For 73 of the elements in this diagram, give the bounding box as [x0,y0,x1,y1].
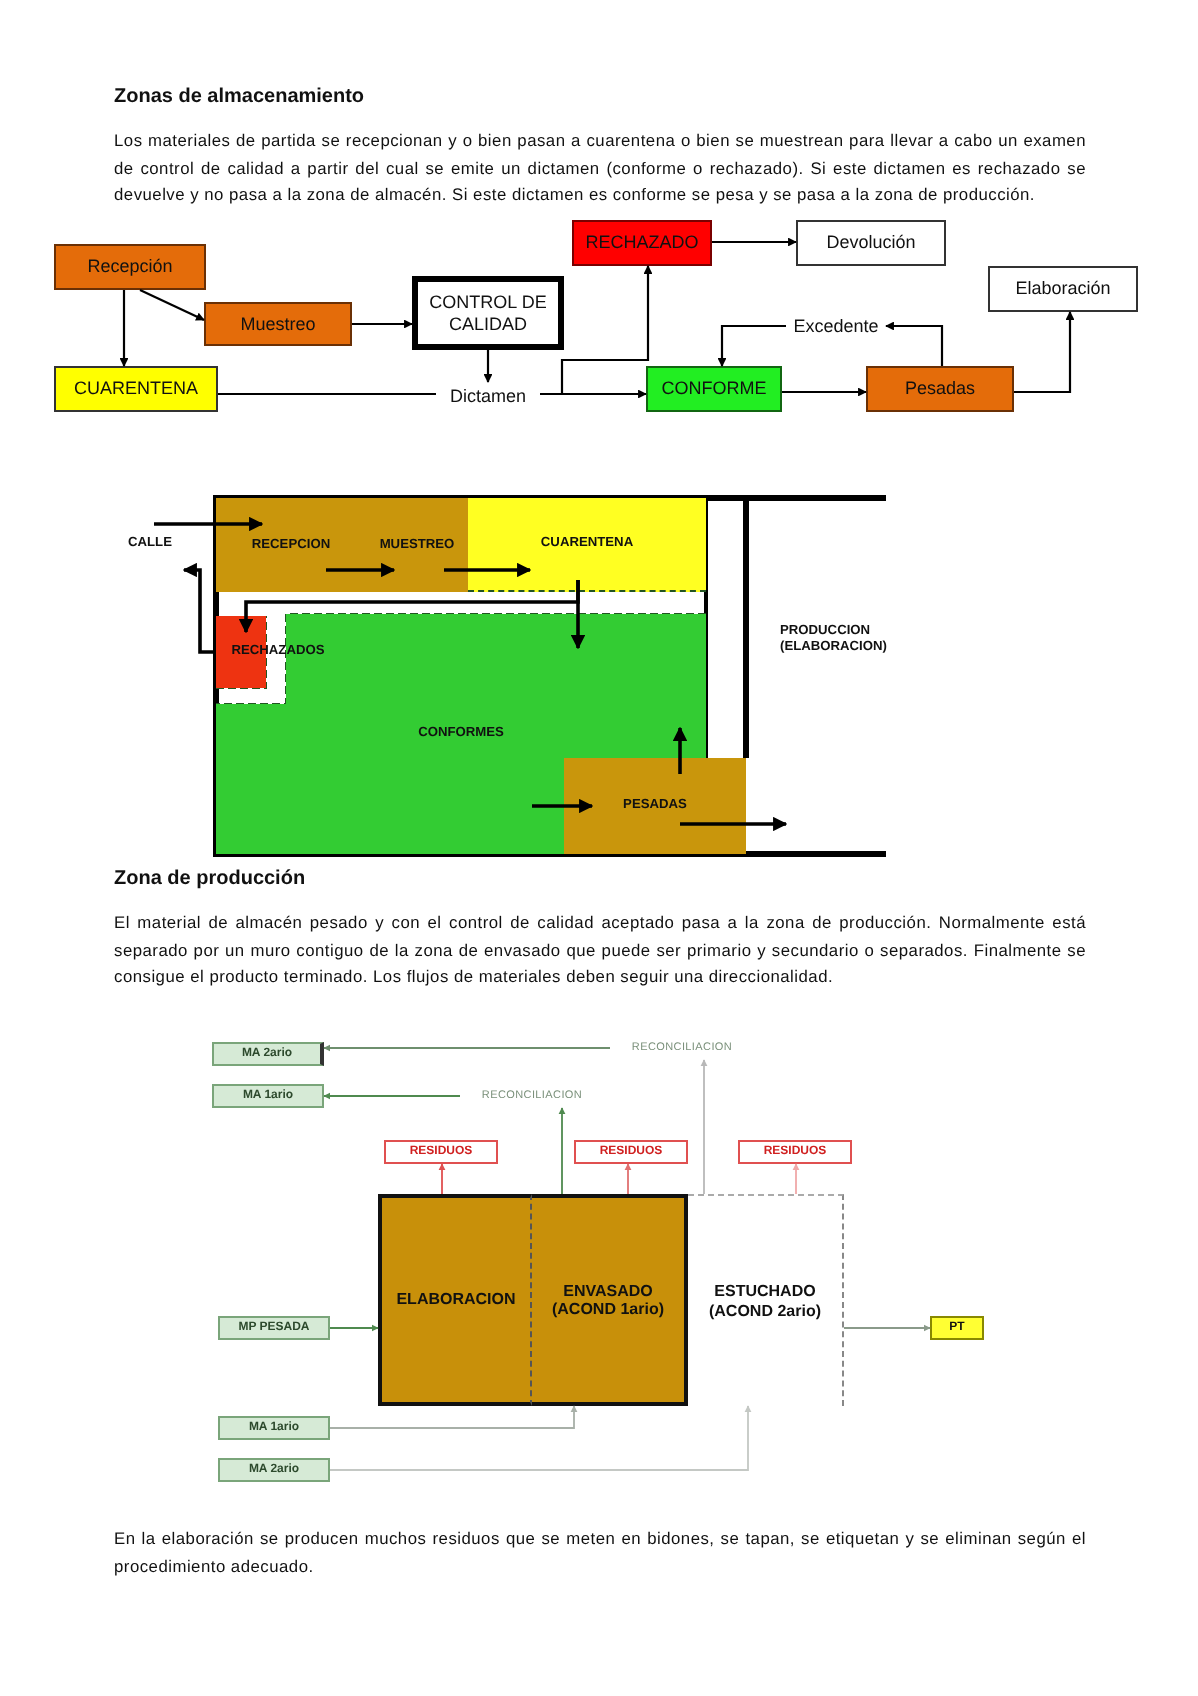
material-box [218,1416,330,1440]
box-label: CUARENTENA [73,378,198,400]
arrow [700,1059,708,1195]
waste-box [384,1140,498,1164]
arrow [329,1405,578,1429]
production-area [532,1194,688,1406]
storage-area [468,498,706,592]
arrow [323,1044,611,1052]
arrow [182,562,216,654]
arrow [558,1107,566,1195]
material-box [212,1084,324,1108]
process-box [572,220,712,266]
storage-area [564,758,746,854]
production-area [688,1194,844,1406]
process-box [796,220,946,266]
box-label: Pesadas [904,378,976,400]
arrow [792,1163,800,1195]
storage-area [366,498,468,592]
arrow [329,1405,752,1471]
arrow [782,387,867,397]
box-label: Excedente [793,315,879,337]
arrow [438,1163,446,1195]
arrow [624,1163,632,1195]
process-box [866,366,1014,412]
arrow [540,265,653,396]
box-label: RECHAZADO [585,232,699,254]
process-box [54,244,206,290]
process-box [988,266,1138,312]
box-label: CONTROL DE CALIDAD [427,292,549,334]
area-label: ESTUCHADO (ACOND 2ario) [706,1282,823,1320]
paragraph: Los materiales de partida se recepcionan y o bien pasan a cuarentena o bien se muestrean para llevar a cabo un examen de control de calidad a partir del cual se emite un dictamen (conforme o rechazado). Si este dictamen es rechazado se devuelve y no pasa a la zona de almacén. Si este dictamen es conforme se pesa y se pasa a la zona de producción. [114,128,1086,209]
material-box [212,1042,324,1066]
product-box [930,1316,984,1340]
box-label: Elaboración [1015,278,1111,300]
material-box [218,1458,330,1482]
arrow [570,580,586,650]
box-label: Muestreo [240,313,316,335]
arrow [323,1092,461,1100]
box-label: Devolución [826,232,916,254]
arrow [444,562,532,578]
arrow [139,289,205,321]
storage-area [216,498,366,592]
arrow [154,516,264,532]
arrow [680,816,788,832]
arrow [885,321,944,366]
section-heading: Zonas de almacenamiento [114,86,365,108]
process-box [646,366,782,412]
box-label: CONFORME [661,378,767,400]
waste-box [738,1140,852,1164]
arrow [843,1324,931,1332]
paragraph: El material de almacén pesado y con el control de calidad aceptado pasa a la zona de producción. Normalmente está separado por un muro contiguo de la zona de envasado que puede ser primario y secundario o separados. Finalmente se consigue el producto terminado. Los flujos de materiales deben seguir una direccionalidad. [114,910,1086,991]
arrow [326,562,396,578]
arrow [672,726,688,774]
section-heading: Zona de producción [114,868,308,890]
area-label: ENVASADO (ACOND 1ario) [549,1281,666,1319]
waste-box [574,1140,688,1164]
paragraph: En la elaboración se producen muchos residuos que se meten en bidones, se tapan, se etiquetan y se eliminan según el procedimiento adecuado. [114,1526,1086,1580]
arrow [352,319,413,329]
process-box [54,366,218,412]
arrow [483,350,493,383]
arrow [1014,311,1075,394]
box-label: Dictamen [449,385,526,407]
arrow [532,798,594,814]
material-box [218,1316,330,1340]
production-area [378,1194,532,1406]
arrow [119,290,129,367]
area-label: ELABORACION [396,1290,516,1310]
arrow [329,1324,379,1332]
arrow [712,237,797,247]
process-box [412,276,564,350]
box-label: Recepción [87,256,173,278]
arrow [717,324,786,367]
process-box [204,302,352,346]
